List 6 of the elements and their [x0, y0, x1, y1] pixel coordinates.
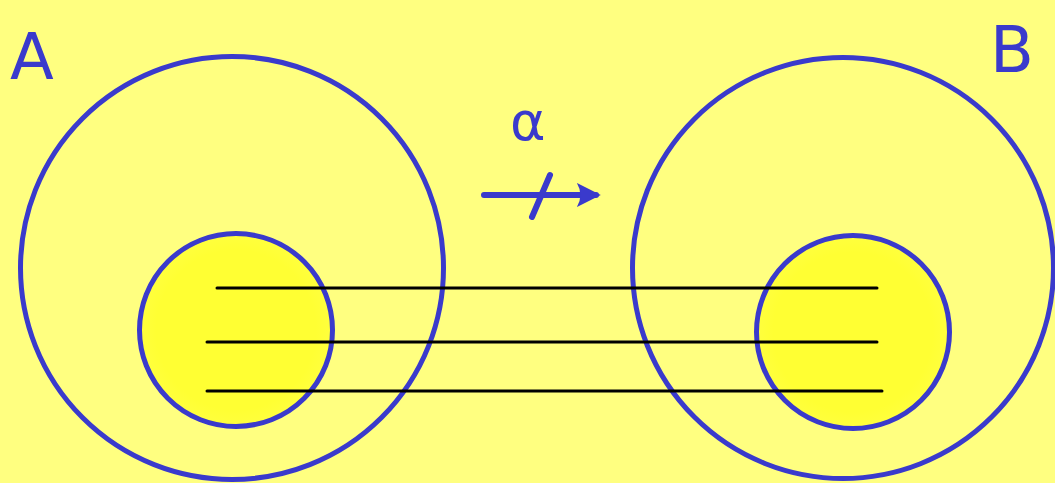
set-label: A [10, 25, 54, 89]
set-label: B [990, 18, 1034, 82]
mapping-line [205, 340, 879, 344]
mapping-line [205, 389, 884, 393]
mapping-line [215, 286, 879, 290]
arrow [481, 172, 601, 220]
